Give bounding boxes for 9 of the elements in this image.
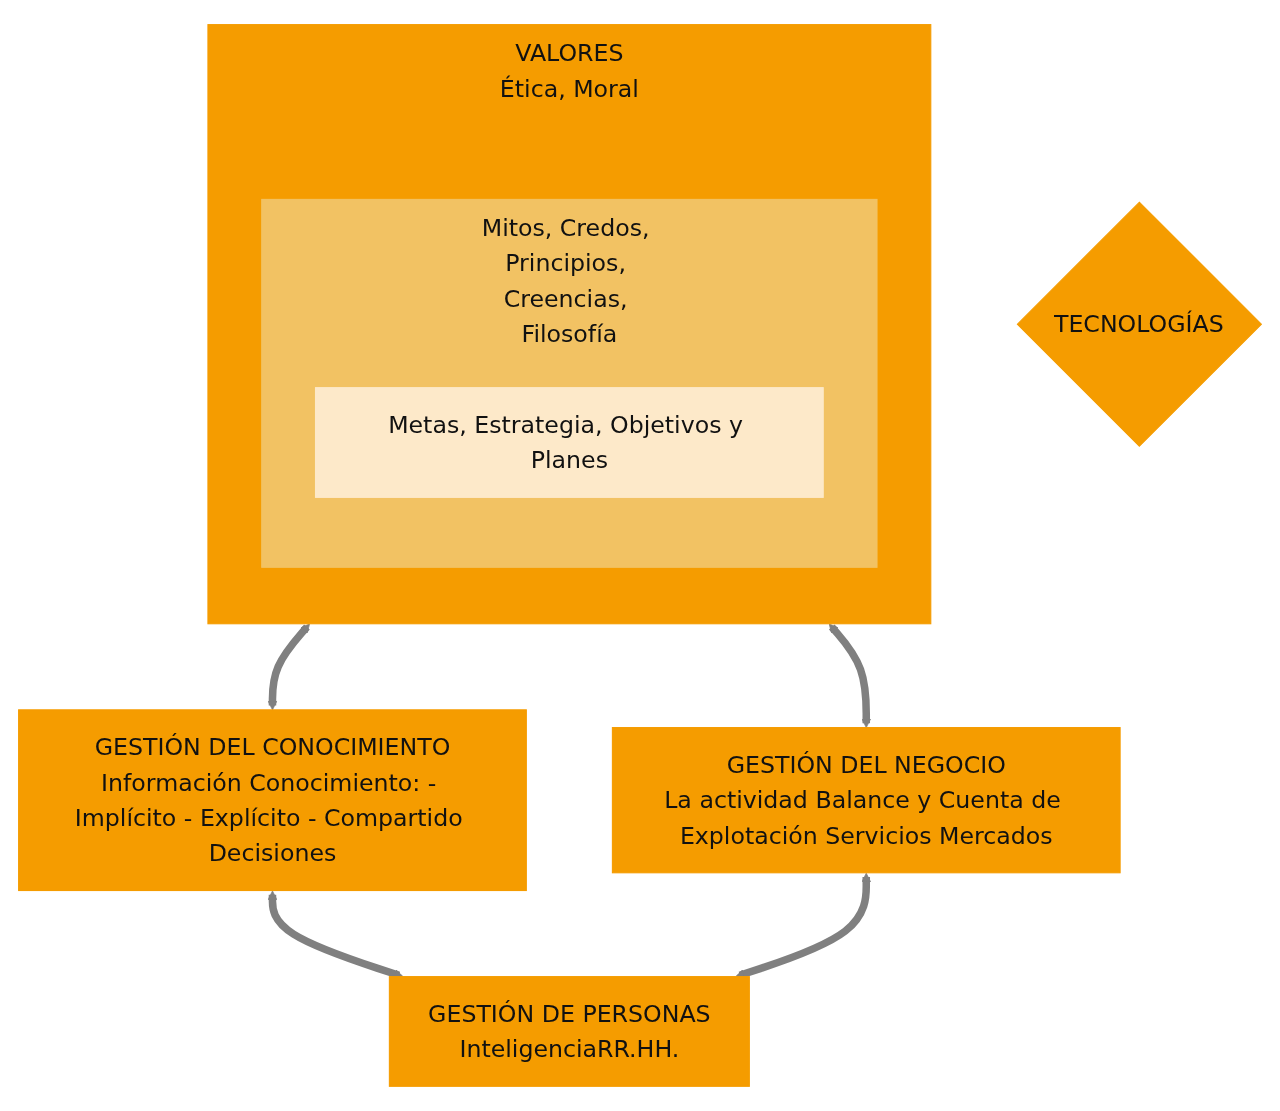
arrow bbox=[735, 872, 871, 979]
arrow bbox=[828, 623, 871, 729]
arrow bbox=[267, 623, 310, 711]
node-diamond: TECNOLOGÍAS bbox=[1016, 201, 1263, 447]
arrow bbox=[267, 890, 404, 979]
node-box: GESTIÓN DEL NEGOCIO La actividad Balance y Cuenta de Explotación Servicios Mercados bbox=[611, 727, 1121, 874]
node-box: Metas, Estrategia, Objetivos y Planes bbox=[314, 387, 824, 498]
node-box: GESTIÓN DE PERSONAS InteligenciaRR.HH. bbox=[388, 976, 750, 1087]
node-box: GESTIÓN DEL CONOCIMIENTO Información Conocimiento: - Implícito - Explícito - Compartido Decisiones bbox=[18, 709, 527, 892]
